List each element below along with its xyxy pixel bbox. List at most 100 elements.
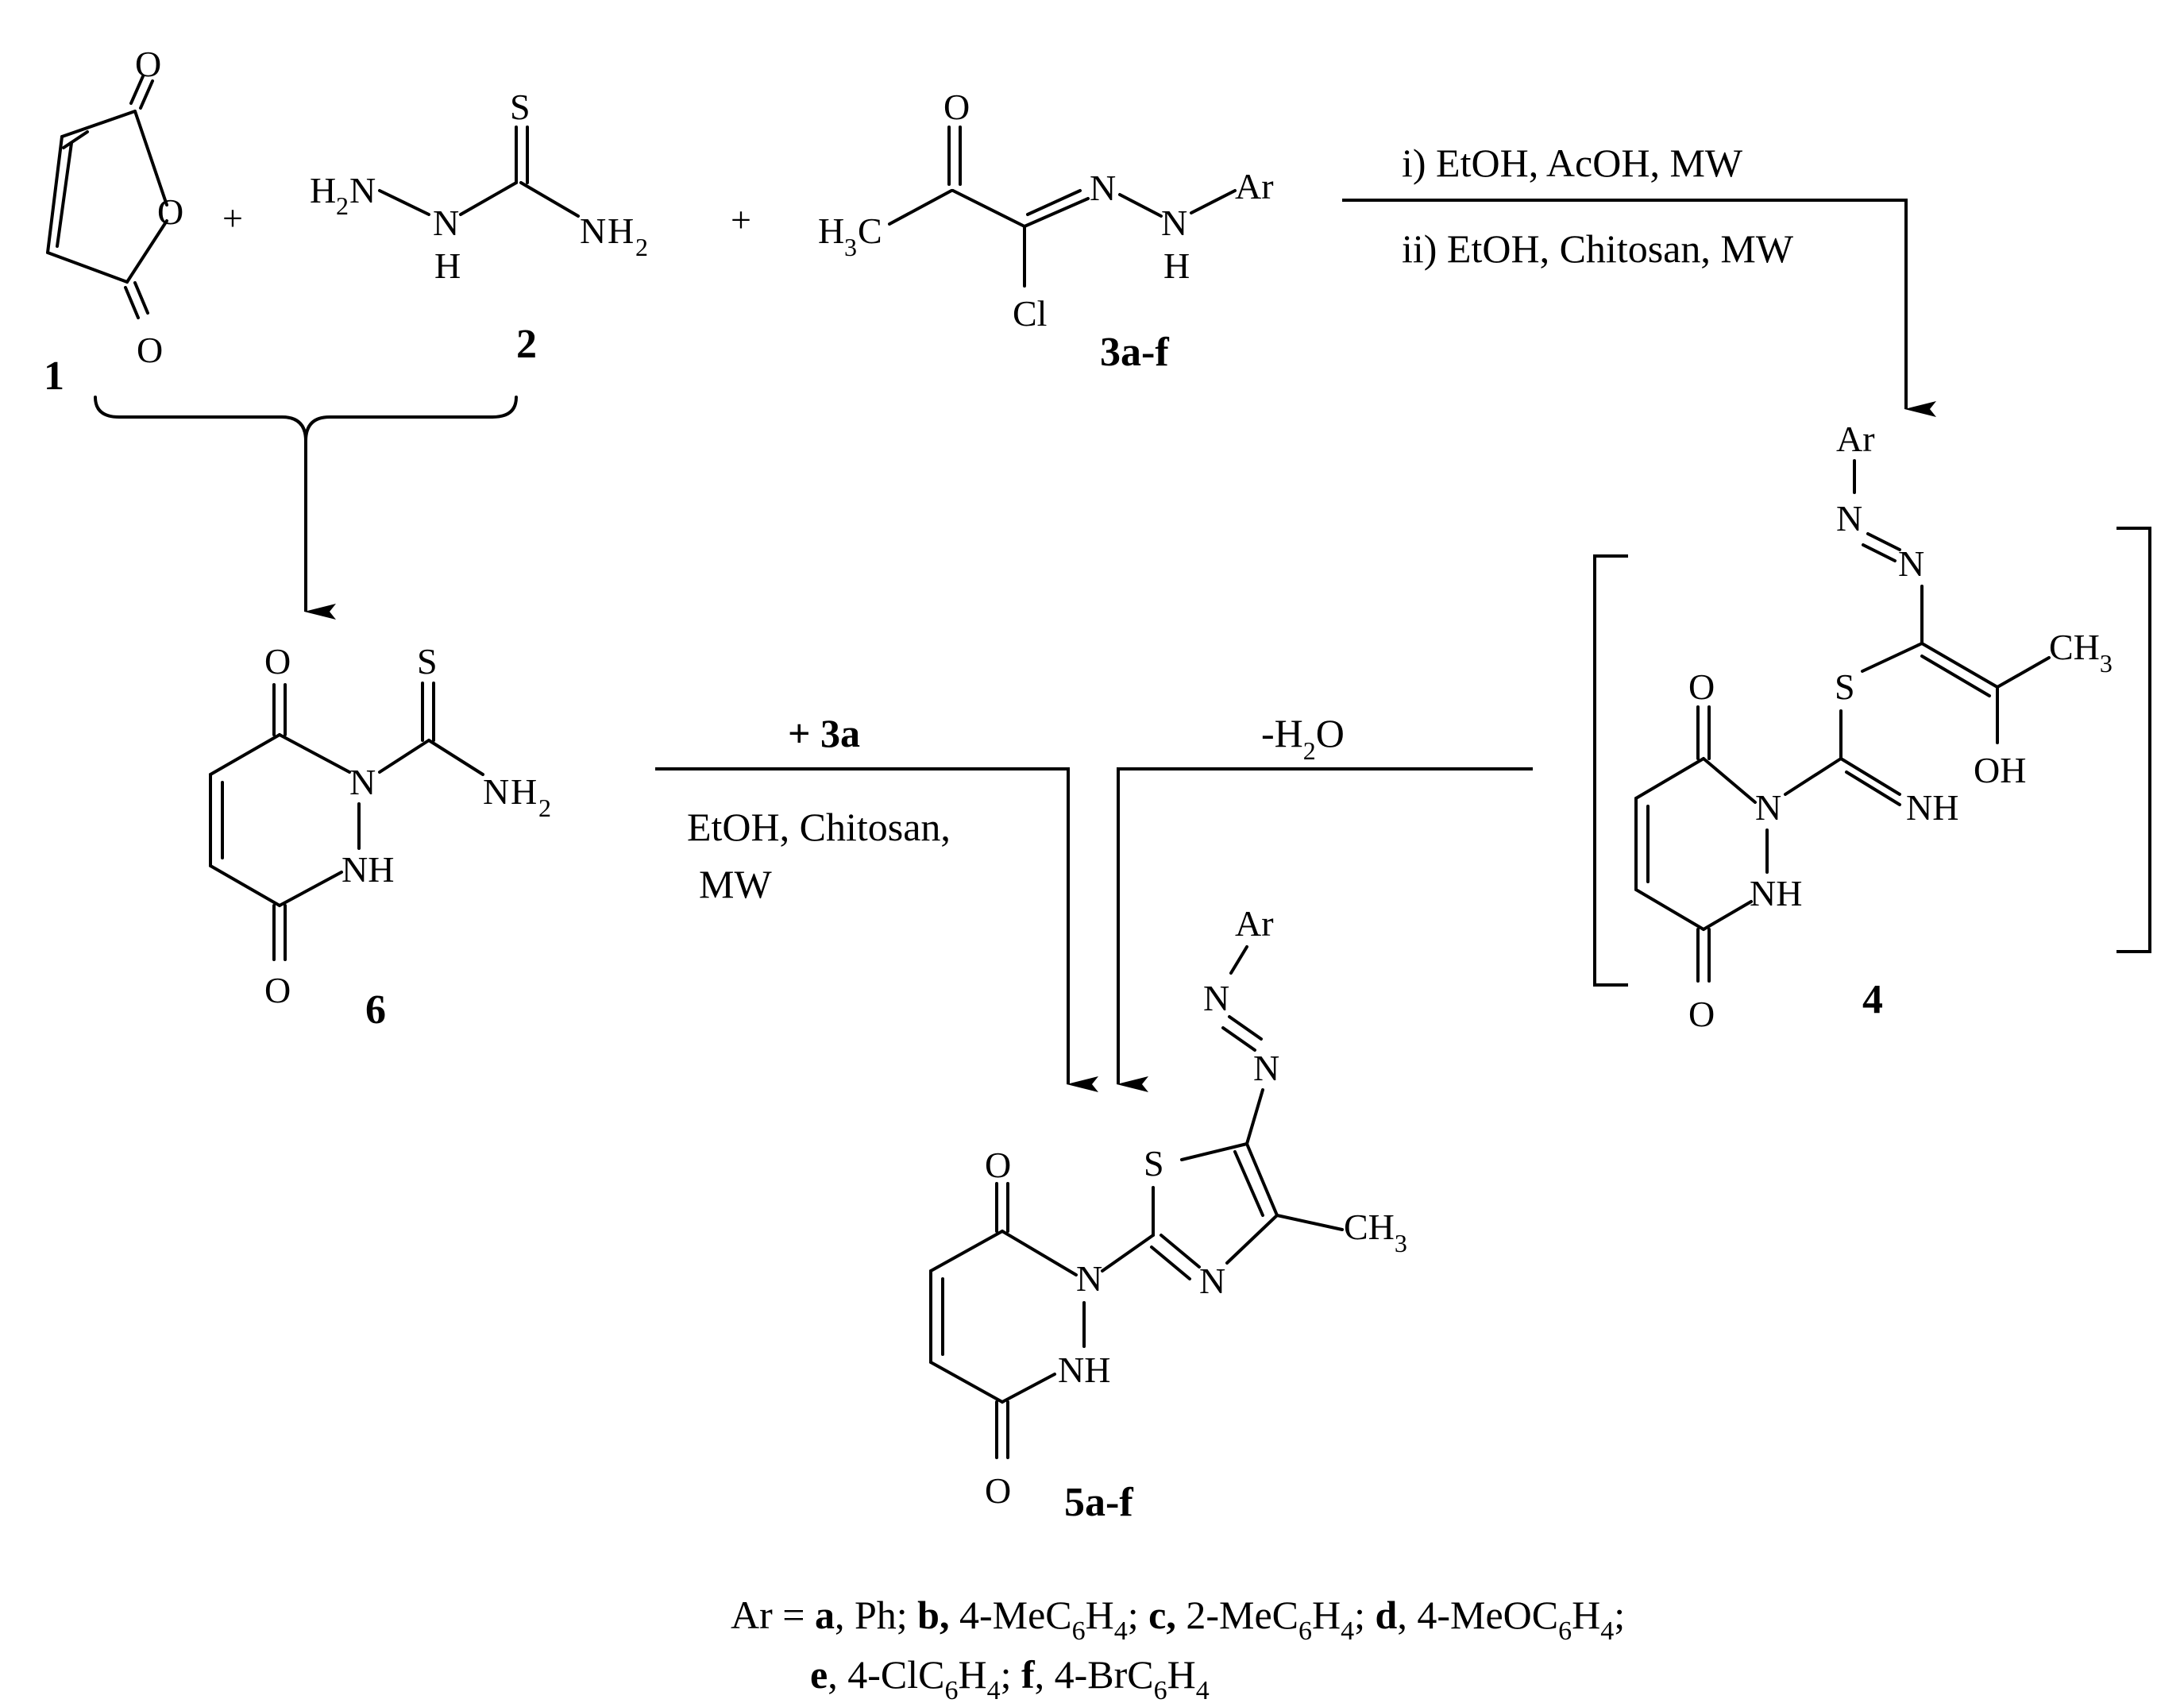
legend-text: 2-MeC xyxy=(1176,1593,1298,1637)
compound-4-intermediate: Ar N N CH3 OH S NH N O NH O 4 xyxy=(1593,419,2151,1034)
atom-O: O xyxy=(264,641,291,682)
atom-C: C xyxy=(858,210,882,251)
legend-bold-text: a xyxy=(815,1593,835,1637)
legend-text: , 4-BrC xyxy=(1035,1652,1154,1697)
condition-reagent: + 3a xyxy=(788,711,860,755)
legend-text: , 4-MeOC xyxy=(1397,1593,1558,1637)
legend-subscript: 6 xyxy=(1154,1676,1167,1705)
legend-text: 4-MeC xyxy=(949,1593,1071,1637)
condition-i: i) EtOH, AcOH, MW xyxy=(1402,141,1743,185)
legend-text: ; xyxy=(1354,1593,1375,1637)
plus-sign: + xyxy=(731,199,751,240)
label-compound-3: 3a-f xyxy=(1100,330,1169,375)
legend-subscript: 6 xyxy=(1072,1616,1086,1646)
atom-O: O xyxy=(157,191,183,232)
brace-1-2-to-6 xyxy=(94,396,518,620)
legend-text: , Ph; xyxy=(835,1593,917,1637)
legend-text: Ar = xyxy=(731,1593,815,1637)
subscript-3: 3 xyxy=(844,233,857,261)
atom-N: N xyxy=(1090,168,1116,208)
atom-S: S xyxy=(510,87,531,127)
label-compound-4: 4 xyxy=(1862,977,1883,1022)
legend-subscript: 4 xyxy=(1600,1616,1614,1646)
legend-text: H xyxy=(958,1652,986,1697)
legend-subscript: 4 xyxy=(1341,1616,1354,1646)
atom-Cl: Cl xyxy=(1013,293,1047,334)
legend-subscript: 4 xyxy=(987,1676,1001,1705)
subscript-2: 2 xyxy=(635,233,648,261)
atom-N: N xyxy=(580,210,606,251)
atom-N: N xyxy=(1161,203,1187,243)
legend-line-2: e, 4-ClC6H4; f, 4-BrC6H4 xyxy=(810,1652,1210,1705)
atom-S: S xyxy=(1835,666,1855,707)
legend-text: H xyxy=(1312,1593,1341,1637)
atom-N: N xyxy=(349,762,376,802)
atom-Ar: Ar xyxy=(1235,903,1274,944)
atom-O: O xyxy=(1688,666,1715,707)
atom-NH: NH xyxy=(1750,873,1802,913)
subscript-2: 2 xyxy=(538,794,551,822)
subscript-2: 2 xyxy=(336,191,349,220)
atom-H: H xyxy=(818,210,844,251)
atom-CH: CH xyxy=(1344,1207,1395,1247)
atom-Ar: Ar xyxy=(1235,166,1274,207)
compound-2-thiosemicarbazide: H 2 N N H S N H 2 2 xyxy=(310,87,648,367)
legend-subscript: 6 xyxy=(1298,1616,1312,1646)
atom-OH: OH xyxy=(1974,750,2026,790)
condition-line2: MW xyxy=(699,862,772,906)
compound-3-hydrazonoyl-chloride: H 3 C O Cl N N H Ar 3a-f xyxy=(818,87,1274,375)
atom-O: O xyxy=(985,1470,1011,1511)
condition-text: O xyxy=(1316,711,1345,755)
atom-N: N xyxy=(1755,787,1781,828)
label-compound-2: 2 xyxy=(516,322,537,367)
legend-subscript: 4 xyxy=(1114,1616,1128,1646)
label-compound-6: 6 xyxy=(365,987,386,1033)
atom-H: H xyxy=(310,170,336,210)
legend-bold-text: d xyxy=(1376,1593,1398,1637)
atom-CH3: CH3 xyxy=(2049,627,2113,678)
legend-bold-text: e xyxy=(810,1652,828,1697)
arrow-6-to-5: + 3a EtOH, Chitosan, MW xyxy=(655,711,1098,1092)
atom-N: N xyxy=(349,170,376,210)
compound-6: O N NH O S N H 2 6 xyxy=(209,641,551,1033)
atom-O: O xyxy=(985,1145,1011,1185)
atom-O: O xyxy=(264,970,291,1010)
atom-O: O xyxy=(943,87,970,127)
atom-N: N xyxy=(483,771,509,812)
condition-water-loss: -H2O xyxy=(1261,711,1345,765)
legend-text: , 4-ClC xyxy=(828,1652,944,1697)
compound-1-maleic-anhydride: O O O 1 xyxy=(44,44,183,399)
atom-S: S xyxy=(417,641,438,682)
plus-sign: + xyxy=(222,198,243,238)
atom-N: N xyxy=(433,203,459,243)
atom-N: N xyxy=(1898,543,1924,584)
label-compound-5: 5a-f xyxy=(1064,1480,1133,1525)
subscript-2: 2 xyxy=(1303,736,1316,765)
legend-subscript: 6 xyxy=(944,1676,958,1705)
legend-line-1: Ar = a, Ph; b, 4-MeC6H4; c, 2-MeC6H4; d,… xyxy=(731,1593,1625,1646)
legend-text: H xyxy=(1167,1652,1196,1697)
atom-O: O xyxy=(135,44,161,84)
legend-text: ; xyxy=(1001,1652,1021,1697)
condition-ii: ii) EtOH, Chitosan, MW xyxy=(1402,226,1794,271)
legend-text: H xyxy=(1572,1593,1600,1637)
atom-H: H xyxy=(608,210,634,251)
label-compound-1: 1 xyxy=(44,353,64,399)
arrow-4-to-5: -H2O xyxy=(1117,711,1533,1092)
atom-NH: NH xyxy=(1906,787,1958,828)
atom-N: N xyxy=(1076,1258,1102,1299)
atom-N: N xyxy=(1836,498,1862,539)
subscript-3: 3 xyxy=(2100,649,2113,678)
arrow-top-right: i) EtOH, AcOH, MW ii) EtOH, Chitosan, MW xyxy=(1342,141,1936,417)
atom-N: N xyxy=(1203,978,1229,1018)
subscript-3: 3 xyxy=(1395,1229,1407,1257)
atom-O: O xyxy=(1688,994,1715,1034)
legend-text: ; xyxy=(1614,1593,1625,1637)
legend-subscript: 6 xyxy=(1558,1616,1572,1646)
atom-Ar: Ar xyxy=(1836,419,1875,459)
legend-bold-text: f xyxy=(1021,1652,1036,1697)
legend-text: H xyxy=(1086,1593,1114,1637)
atom-N: N xyxy=(1253,1048,1279,1088)
atom-S: S xyxy=(1144,1143,1164,1184)
